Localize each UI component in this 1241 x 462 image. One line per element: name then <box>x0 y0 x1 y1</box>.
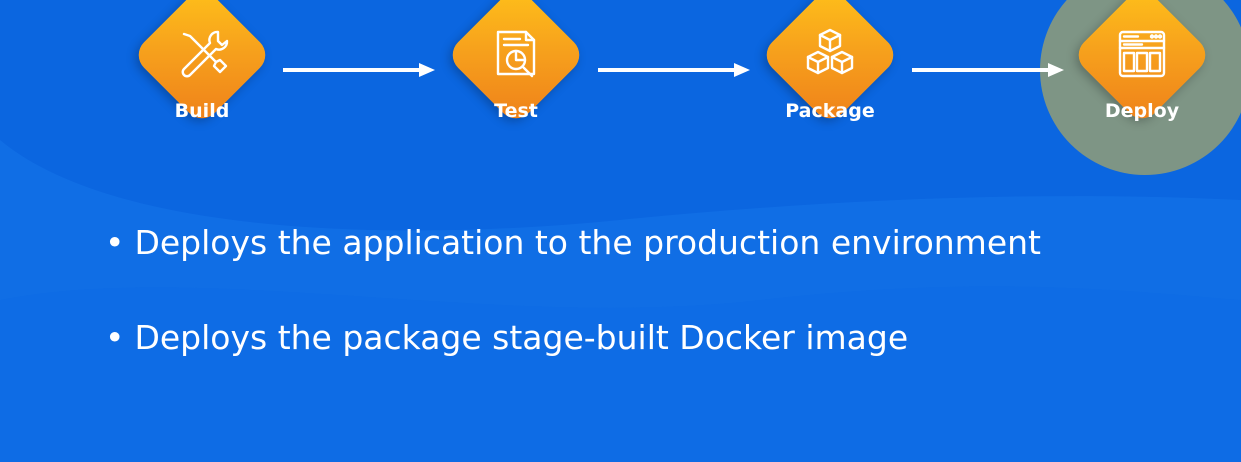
bullet-text: Deploys the package stage-built Docker i… <box>134 318 909 357</box>
stage-build: Build <box>117 0 287 160</box>
stage-deploy: Deploy <box>1057 0 1227 160</box>
arrow-package-to-deploy <box>912 63 1064 77</box>
bullet-dot: • <box>105 223 125 262</box>
arrow-test-to-package <box>598 63 750 77</box>
bullet-text: Deploys the application to the productio… <box>134 223 1041 262</box>
stage-label: Test <box>494 100 538 122</box>
stage-label: Deploy <box>1104 100 1180 122</box>
bullet-list: •Deploys the application to the producti… <box>105 220 1041 410</box>
tools-icon <box>181 30 229 78</box>
stage-label: Build <box>174 100 230 122</box>
browser-window-icon <box>1118 30 1166 78</box>
bullet-item: •Deploys the package stage-built Docker … <box>105 315 1041 361</box>
stage-label: Package <box>785 100 875 122</box>
test-report-icon <box>496 30 536 78</box>
bullet-dot: • <box>105 318 125 357</box>
bullet-item: •Deploys the application to the producti… <box>105 220 1041 266</box>
arrow-build-to-test <box>283 63 435 77</box>
boxes-icon <box>806 28 854 75</box>
stage-package: Package <box>745 0 915 160</box>
stage-test: Test <box>431 0 601 160</box>
